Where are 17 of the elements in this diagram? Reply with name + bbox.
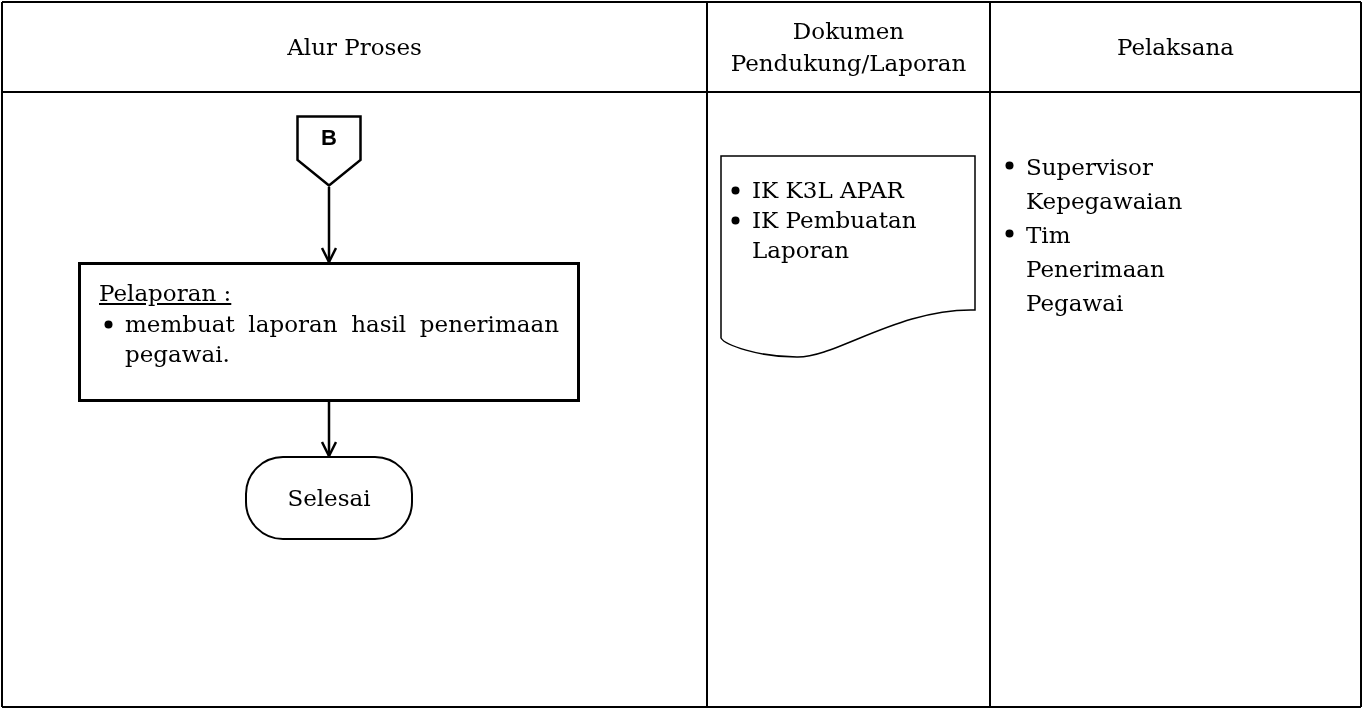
document-item: IK K3L APAR [752,177,904,203]
column-header: Alur Proses [287,33,422,62]
step-heading: Pelaporan : [99,279,232,308]
list-item: Supervisor Kepegawaian [1026,154,1183,214]
off-page-connector [296,115,362,187]
list-item: Tim Penerimaan Pegawai [1026,222,1165,316]
connector-label: B [320,125,338,151]
process-box [78,262,580,402]
arrow [320,402,338,458]
document-shape [720,155,976,360]
column-header: Pelaksana [1116,33,1235,62]
document-item: IK Pembuatan Laporan [752,207,917,263]
arrow [320,187,338,264]
step-description: membuat laporan hasil penerimaan pegawai. [125,310,559,369]
column-header: Dokumen Pendukung/Laporan [729,17,968,78]
terminator-shape [245,456,413,540]
terminator-label: Selesai [287,485,371,511]
